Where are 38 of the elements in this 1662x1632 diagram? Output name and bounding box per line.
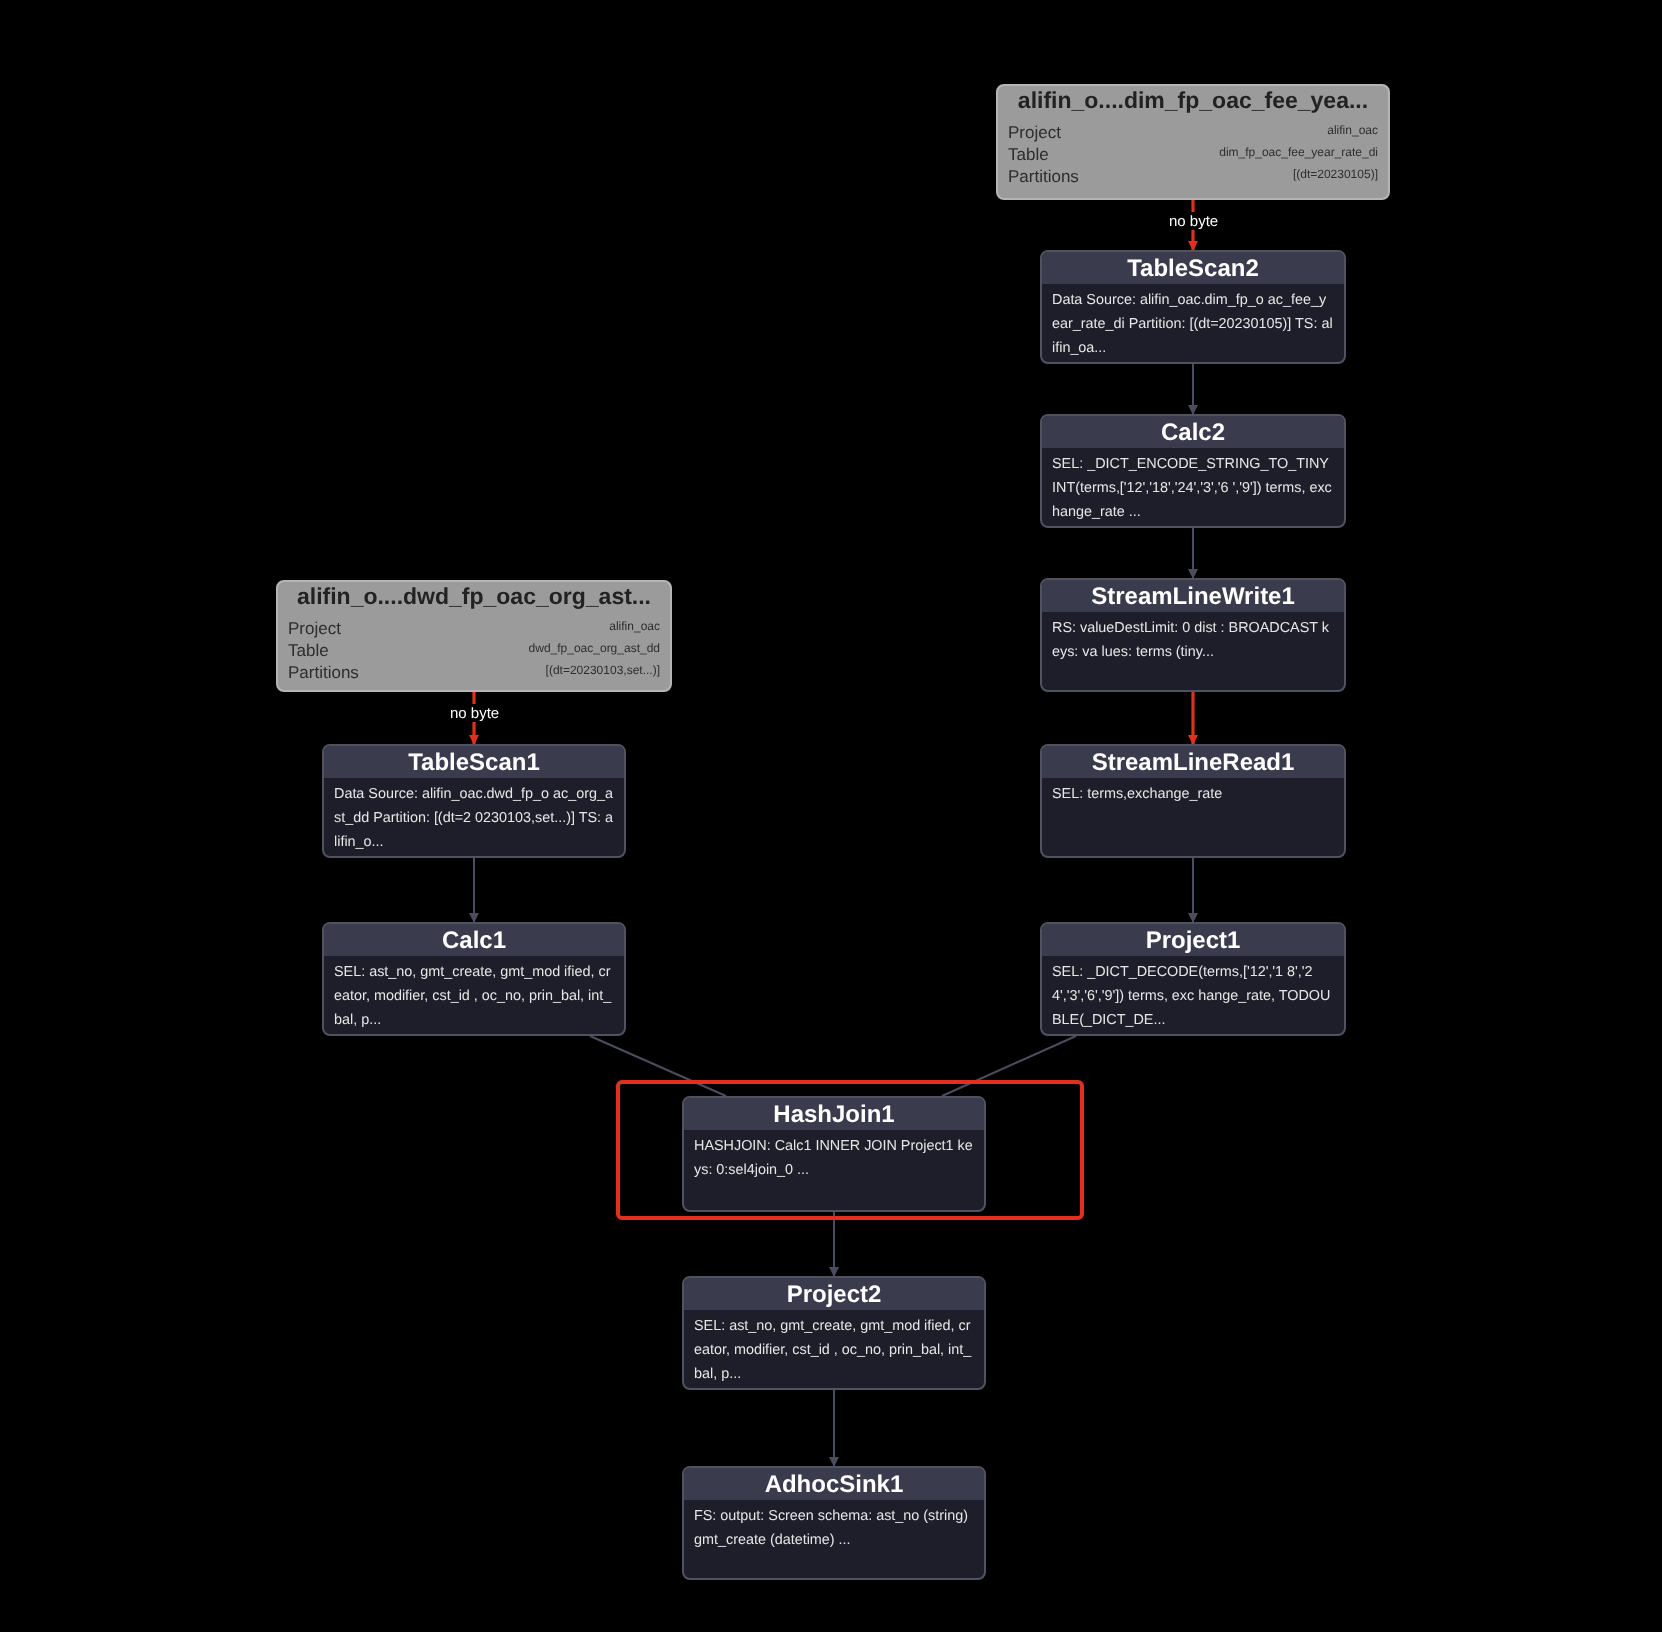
arrow xyxy=(829,1389,839,1467)
highlight-frame xyxy=(616,1080,1084,1220)
operator-card xyxy=(682,1276,986,1390)
property-name: Table xyxy=(288,639,329,659)
operator-card xyxy=(682,1466,986,1580)
source-table-card xyxy=(996,84,1390,200)
operator-title: TableScan1 xyxy=(324,746,624,778)
operator-card xyxy=(1040,578,1346,692)
operator-title: Calc2 xyxy=(1042,416,1344,448)
property-name: Table xyxy=(1008,143,1049,163)
operator-card xyxy=(322,744,626,858)
arrow xyxy=(1188,692,1198,745)
operator-title: StreamLineRead1 xyxy=(1042,746,1344,778)
source-table-card xyxy=(276,580,672,692)
operator-card xyxy=(322,922,626,1036)
operator-title: TableScan2 xyxy=(1042,252,1344,284)
arrow xyxy=(829,1211,839,1277)
operator-title: StreamLineWrite1 xyxy=(1042,580,1344,612)
operator-title: Calc1 xyxy=(324,924,624,956)
arrow xyxy=(469,857,479,923)
operator-title: Project1 xyxy=(1042,924,1344,956)
operator-title: AdhocSink1 xyxy=(684,1468,984,1500)
arrow xyxy=(1188,857,1198,923)
operator-title: Project2 xyxy=(684,1278,984,1310)
arrow xyxy=(1188,527,1198,579)
operator-card xyxy=(682,1096,986,1212)
operator-card xyxy=(1040,250,1346,364)
property-name: Partitions xyxy=(288,661,359,681)
property-name: Project xyxy=(1008,121,1061,141)
property-name: Partitions xyxy=(1008,165,1079,185)
operator-title: HashJoin1 xyxy=(684,1098,984,1130)
table-title: alifin_o....dwd_fp_oac_org_ast... xyxy=(294,586,653,610)
table-title: alifin_o....dim_fp_oac_fee_yea... xyxy=(1015,90,1371,114)
operator-card xyxy=(1040,922,1346,1036)
property-name: Project xyxy=(288,617,341,637)
operator-card xyxy=(1040,414,1346,528)
arrow xyxy=(1188,363,1198,415)
operator-card xyxy=(1040,744,1346,858)
